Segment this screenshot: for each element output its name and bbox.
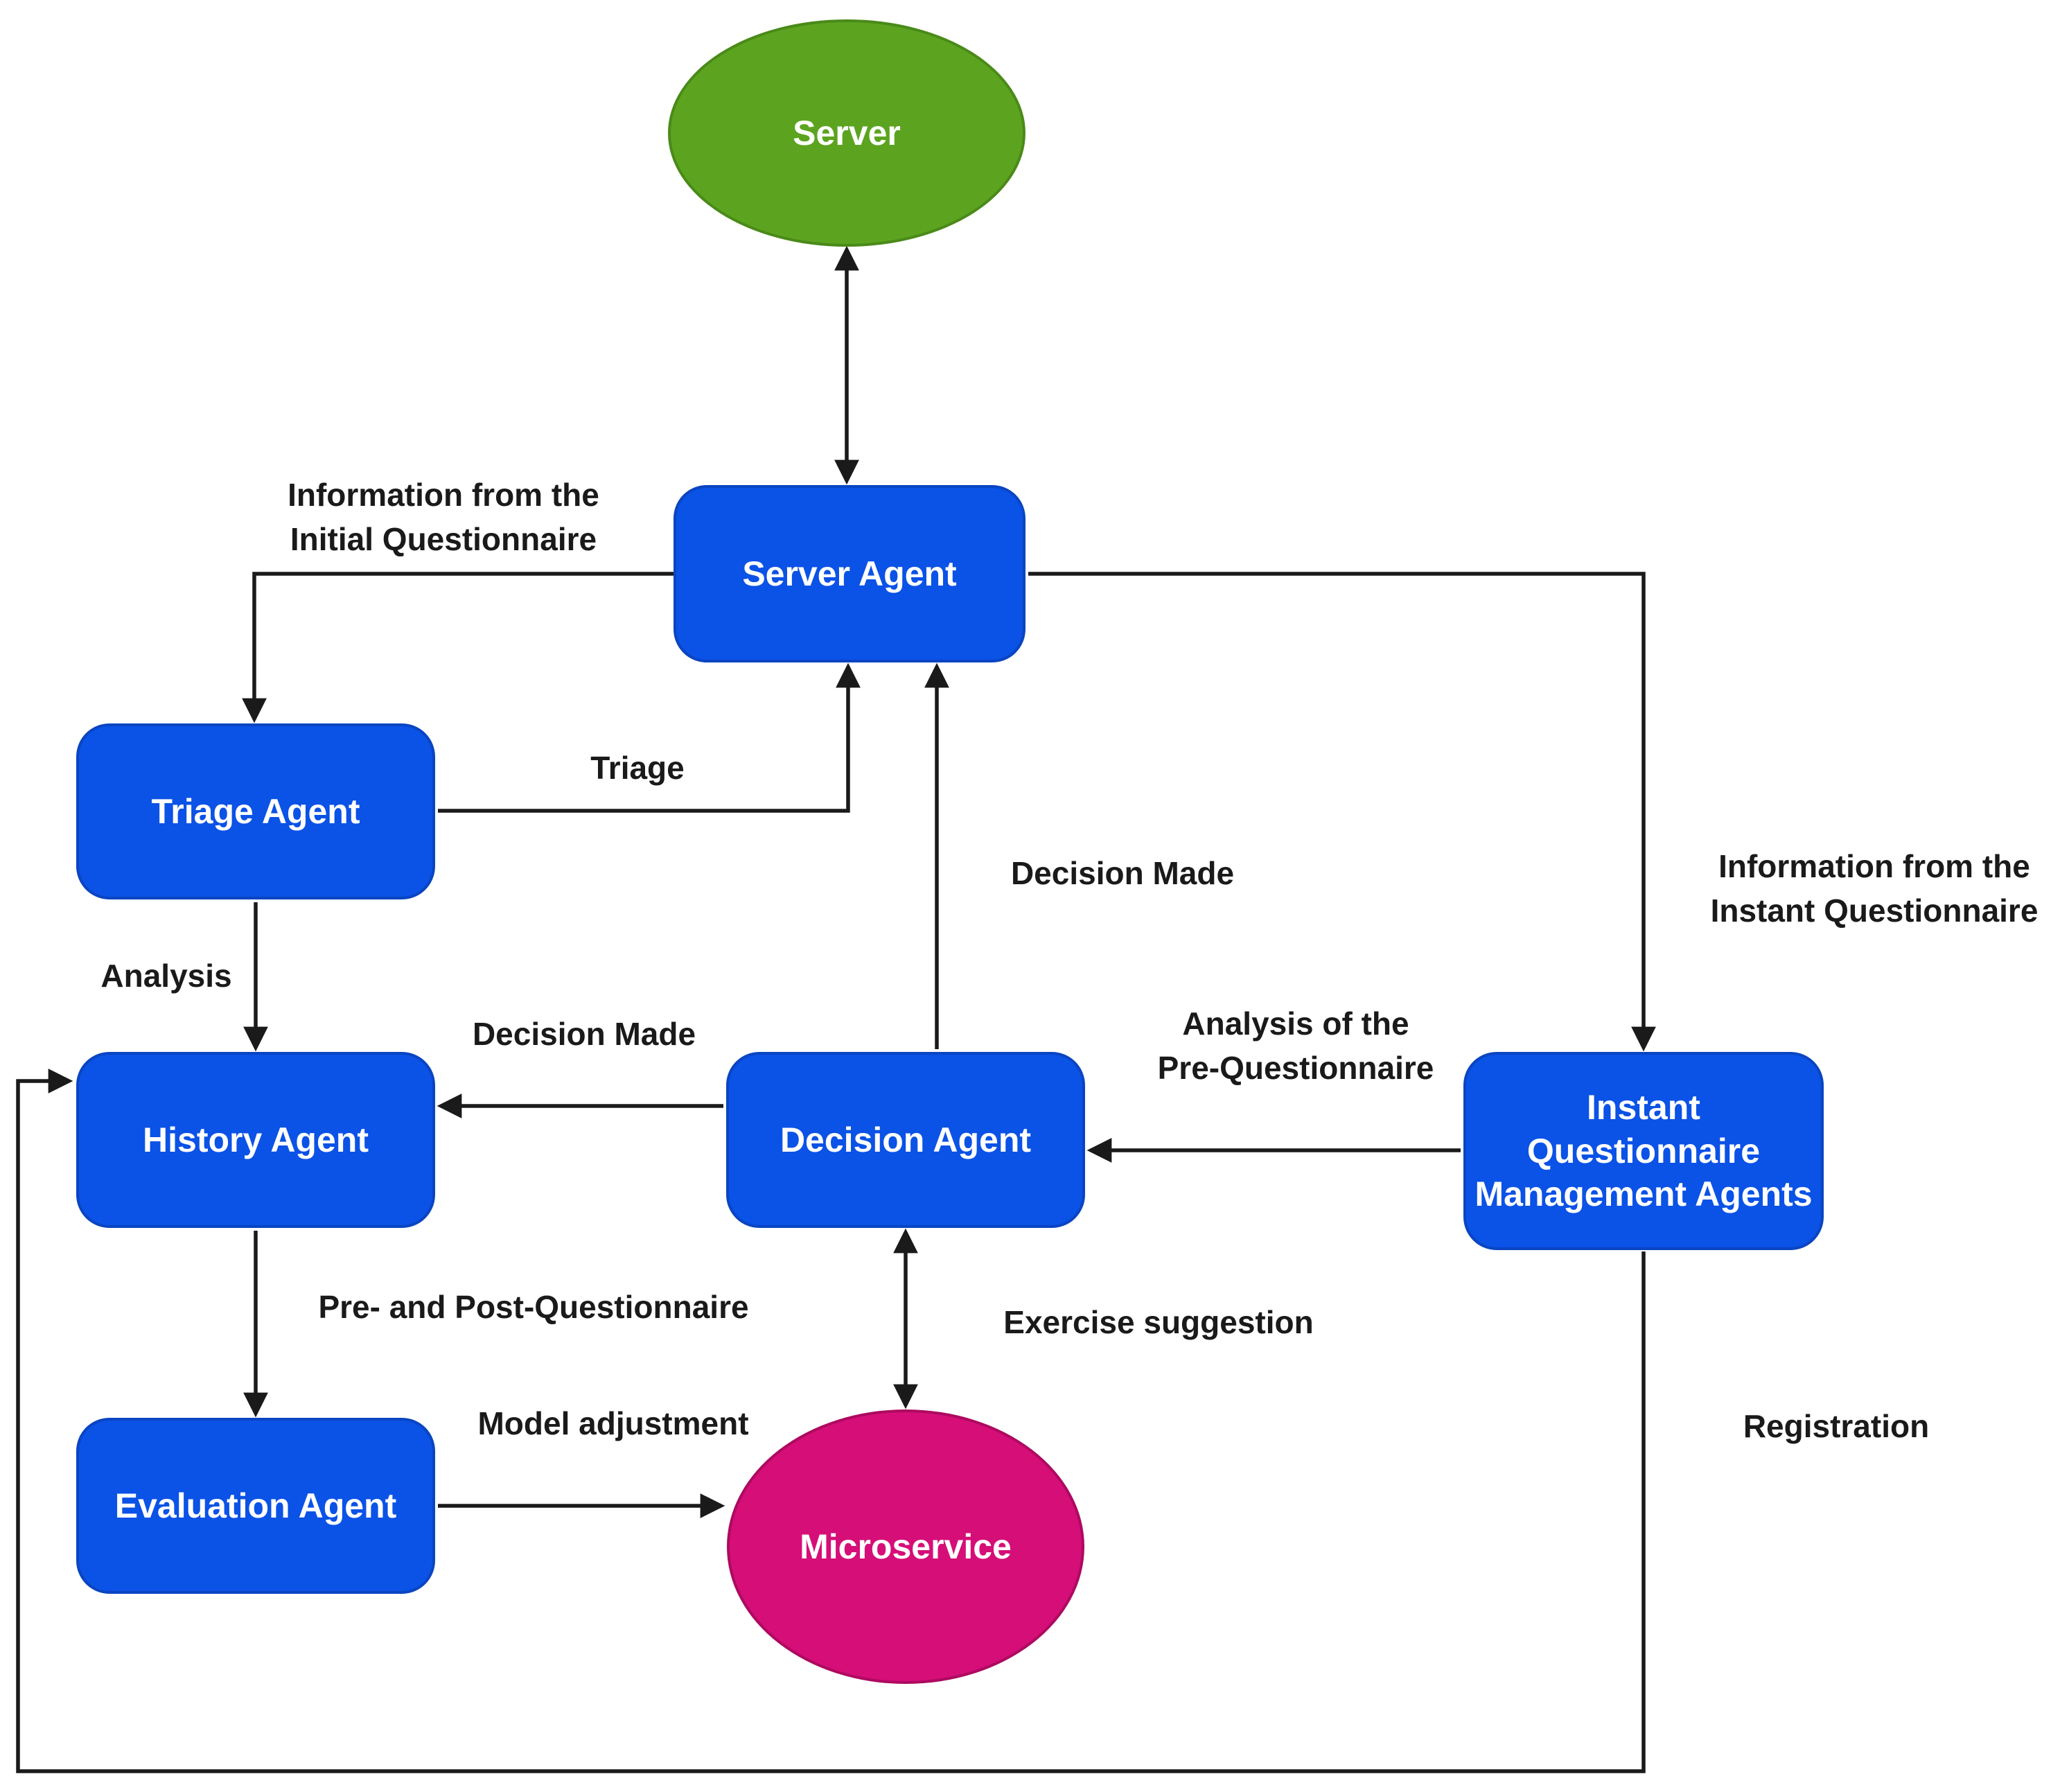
edge-serveragent-iqma bbox=[1028, 572, 1656, 1052]
node-history-agent: History Agent bbox=[76, 1052, 435, 1228]
label-registration: Registration bbox=[1743, 1408, 1930, 1444]
label-analysis: Analysis bbox=[100, 958, 232, 994]
label-decision-made-left: Decision Made bbox=[472, 1016, 696, 1052]
label-analysis-pre-questionnaire: Analysis of the Pre-Questionnaire bbox=[1157, 1005, 1434, 1087]
label-model-adjustment: Model adjustment bbox=[477, 1405, 749, 1441]
label-triage: Triage bbox=[590, 750, 685, 786]
edge-triageagent-serveragent bbox=[438, 662, 861, 813]
node-decision-agent: Decision Agent bbox=[726, 1052, 1085, 1228]
label-exercise-suggestion: Exercise suggestion bbox=[1003, 1304, 1314, 1340]
node-microservice: Microservice bbox=[727, 1409, 1084, 1684]
label-information-instant-questionnaire: Information from the Instant Questionnai… bbox=[1710, 848, 2039, 929]
node-server: Server bbox=[668, 19, 1025, 247]
label-pre-and-post-questionnaire: Pre- and Post-Questionnaire bbox=[318, 1289, 749, 1325]
node-instant-questionnaire-management-agents: Instant Questionnaire Management Agents bbox=[1463, 1052, 1824, 1250]
node-server-agent: Server Agent bbox=[673, 485, 1025, 662]
edge-iqma-historyagent-registration bbox=[16, 1069, 1646, 1773]
edge-serveragent-triageagent bbox=[242, 572, 673, 723]
label-information-initial-questionnaire: Information from the Initial Questionnai… bbox=[288, 477, 599, 558]
node-evaluation-agent: Evaluation Agent bbox=[76, 1418, 435, 1594]
node-triage-agent: Triage Agent bbox=[76, 723, 435, 899]
label-decision-made-up: Decision Made bbox=[1010, 855, 1235, 891]
